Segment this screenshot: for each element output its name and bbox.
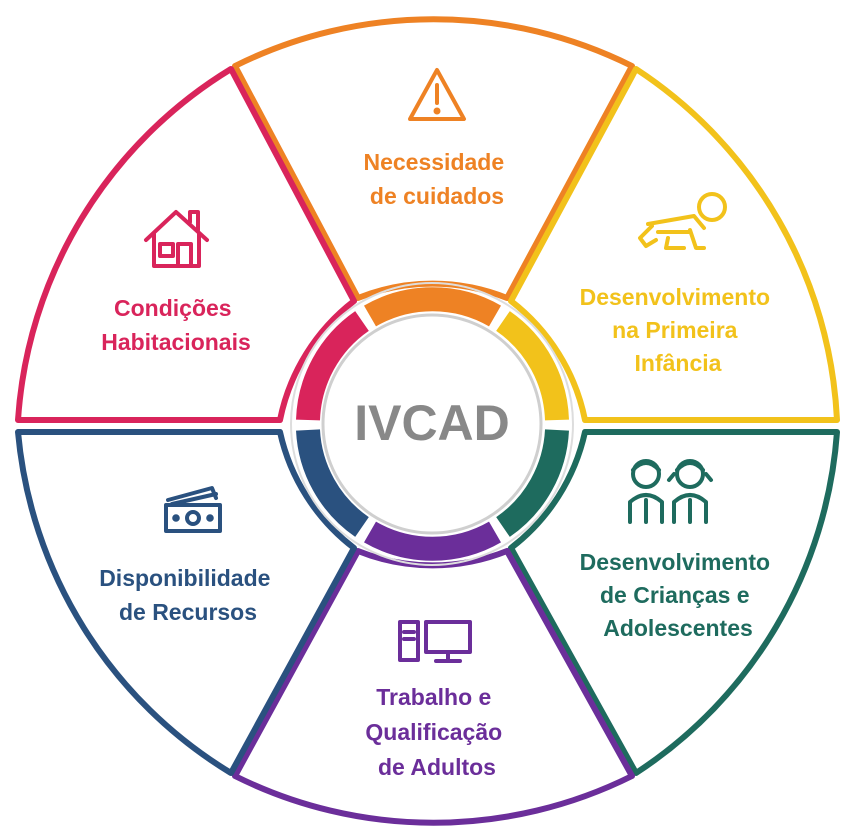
house-icon xyxy=(144,210,209,268)
warning-triangle-icon xyxy=(408,68,466,121)
ring-arc-habitacionais xyxy=(296,311,370,421)
segment-label-recursos: Disponibilidade de Recursos xyxy=(99,565,277,625)
segment-label-necessidade: Necessidade de cuidados xyxy=(363,149,510,209)
ring-arc-recursos xyxy=(296,429,370,537)
inner-ring-outline xyxy=(321,313,543,535)
ring-arc-criancas xyxy=(495,429,569,537)
segment-recursos xyxy=(15,429,357,776)
computer-icon xyxy=(398,620,472,663)
segment-primeira-infancia xyxy=(508,66,840,423)
segment-criancas xyxy=(508,429,840,776)
crawling-baby-icon xyxy=(638,192,727,250)
ring-arc-primeira-infancia xyxy=(495,311,569,421)
ring-arc-necessidade xyxy=(364,287,501,327)
segment-label-trabalho: Trabalho e Qualificação de Adultos xyxy=(365,684,508,780)
segment-label-criancas: Desenvolvimento de Crianças e Adolescent… xyxy=(580,549,777,641)
segment-label-habitacionais: Condições Habitacionais xyxy=(101,295,251,355)
children-icon xyxy=(628,459,713,524)
center-label: IVCAD xyxy=(354,395,510,451)
ring-arc-trabalho xyxy=(364,521,501,561)
segment-label-primeira-infancia: Desenvolvimento na Primeira Infância xyxy=(580,284,777,376)
money-icon xyxy=(164,486,222,533)
